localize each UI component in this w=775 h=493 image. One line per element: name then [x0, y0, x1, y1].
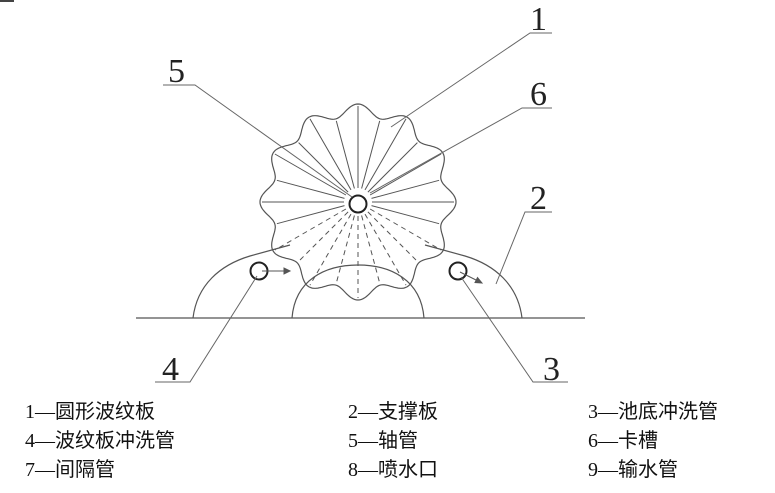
- callout-1: 1: [530, 1, 547, 38]
- disc-ray: [361, 215, 381, 284]
- legend-item-4: 4—波纹板冲洗管: [25, 430, 175, 452]
- disc-ray: [335, 215, 355, 284]
- disc-ray: [369, 208, 442, 251]
- legend-item-5: 5—轴管: [348, 430, 418, 452]
- callout-2: 2: [530, 180, 547, 217]
- disc-ray: [298, 211, 349, 262]
- disc-ray: [367, 211, 418, 262]
- disc-ray: [364, 213, 407, 286]
- disc-ray: [361, 120, 381, 189]
- legend-item-8: 8—喷水口: [348, 459, 438, 481]
- legend-item-2: 2—支撑板: [348, 401, 438, 423]
- disc-ray: [276, 205, 345, 225]
- legend-item-6: 6—卡槽: [588, 430, 658, 452]
- leader-lines: [155, 32, 568, 383]
- disc-ray: [309, 213, 352, 286]
- disc-ray: [276, 179, 345, 199]
- disc-ray: [274, 208, 347, 251]
- corner-mark: [0, 0, 14, 2]
- callout-4: 4: [162, 351, 179, 388]
- diagram: 1 2 3 4 5 6: [136, 1, 585, 388]
- disc-ray: [371, 205, 440, 225]
- hub-pipe: [348, 194, 368, 214]
- disc-ray: [371, 179, 440, 199]
- disc-ray: [369, 153, 442, 196]
- legend-item-7: 7—间隔管: [25, 459, 115, 481]
- disc-outline: [259, 103, 457, 301]
- disc-ray: [364, 118, 407, 191]
- spray-arrows: [262, 267, 484, 284]
- legend-item-9: 9—输水管: [588, 459, 678, 481]
- legend-item-3: 3—池底冲洗管: [588, 401, 718, 423]
- disc-ray: [335, 120, 355, 189]
- legend-item-1: 1—圆形波纹板: [25, 401, 155, 423]
- disc-ray: [367, 142, 418, 193]
- disc-ray: [298, 142, 349, 193]
- floor-flush-pipe: [448, 261, 468, 281]
- callout-5: 5: [168, 53, 185, 90]
- corrugated-disc: [259, 103, 457, 301]
- callout-3: 3: [543, 351, 560, 388]
- disc-ray: [274, 153, 347, 196]
- disc-ray: [309, 118, 352, 191]
- inner-arch: [291, 264, 425, 319]
- callout-6: 6: [530, 76, 547, 113]
